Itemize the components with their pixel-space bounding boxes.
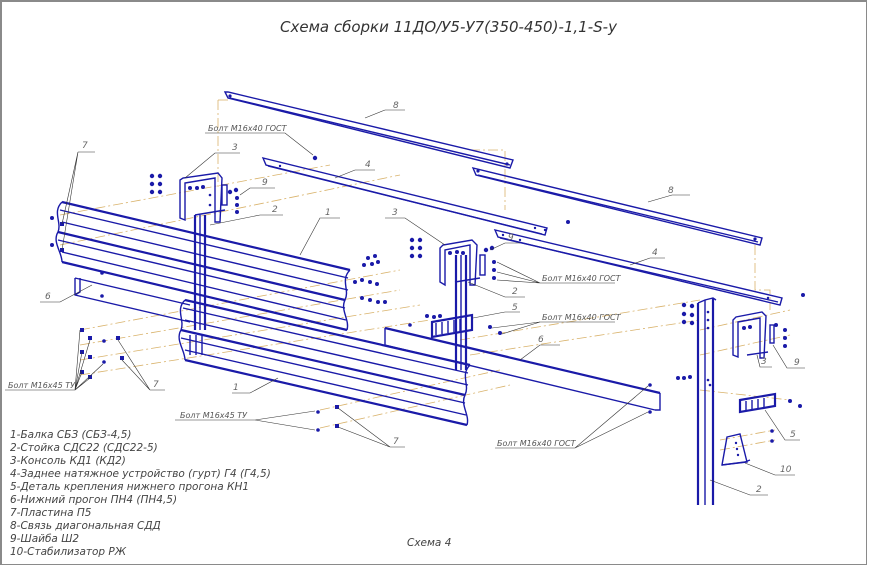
detail-5-right (738, 392, 802, 414)
legend-item-1: 1-Балка СБЗ (СБЗ-4,5) (10, 429, 131, 441)
label-part-8-upper: 8 (393, 101, 399, 111)
console-middle (439, 239, 486, 287)
label-part-9-right: 9 (794, 358, 800, 368)
label-part-4-left: 4 (365, 160, 371, 170)
callout-bolt-m16x45-left: Болт М16х45 ТУ (8, 381, 76, 390)
diagram-title: Схема сборки 11ДО/У5-У7(350-450)-1,1-S-у (280, 18, 618, 36)
label-part-2-middle: 2 (512, 287, 518, 297)
bolts-group-middle-console (409, 220, 570, 280)
legend-item-8: 8-Связь диагональная СДД (10, 520, 161, 532)
legend-item-4: 4-Заднее натяжное устройство (гурт) Г4 (… (10, 468, 271, 480)
label-part-5-middle: 5 (512, 303, 518, 313)
label-part-3-left: 3 (232, 143, 238, 153)
label-part-2-right: 2 (756, 485, 762, 495)
label-part-7-lower: 7 (393, 437, 399, 447)
label-part-1-lower: 1 (233, 383, 239, 393)
label-part-2-left: 2 (272, 205, 278, 215)
label-part-4-right: 4 (652, 248, 658, 258)
legend-item-10: 10-Стабилизатор РЖ (10, 546, 127, 558)
alignment-axes (59, 99, 791, 451)
legend-item-7: 7-Пластина П5 (10, 507, 92, 519)
label-part-7-top: 7 (82, 141, 88, 151)
leader-lines (5, 109, 805, 496)
callout-bolt-m16x40-lower: Болт М16х40 ГОСТ (542, 313, 622, 322)
console-left (179, 172, 228, 223)
part-4-tension-device-left (261, 156, 548, 236)
post-middle (454, 255, 468, 370)
label-part-3-right: 3 (761, 357, 767, 367)
label-part-6-right: 6 (538, 335, 544, 345)
callout-bolt-m16x40-middle: Болт М16х40 ГОСТ (542, 274, 622, 283)
callout-bolt-m16x40-top: Болт М16х40 ГОСТ (208, 124, 288, 133)
label-part-10: 10 (780, 465, 792, 475)
label-part-9-left: 9 (262, 178, 268, 188)
detail-5-middle (425, 313, 502, 339)
callout-bolt-m16x40-bottom: Болт М16х40 ГОСТ (497, 439, 577, 448)
part-8-diagonal-brace-right (471, 166, 763, 246)
label-part-7-left: 7 (153, 380, 159, 390)
beam-lower (178, 298, 471, 427)
legend-item-5: 5-Деталь крепления нижнего прогона КН1 (10, 481, 249, 493)
parts-legend: 1-Балка СБЗ (СБЗ-4,5) 2-Стойка СДС22 (СД… (10, 429, 271, 558)
scheme-caption: Схема 4 (407, 537, 451, 549)
bolts-group-lower-beam-end (316, 405, 339, 432)
label-part-6-left: 6 (45, 292, 51, 302)
beam-upper (55, 200, 351, 332)
bolt-callouts: Болт М16х40 ГОСТ Болт М16х40 ГОСТ Болт М… (8, 124, 622, 448)
label-part-1-upper: 1 (325, 208, 331, 218)
bolts-group-left-console (149, 155, 318, 214)
bolts-group-upper-beam-end (50, 216, 387, 304)
lower-rail-left (74, 271, 191, 323)
stabilizer-10 (721, 429, 774, 466)
legend-item-3: 3-Консоль КД1 (КД2) (10, 455, 126, 467)
part-number-labels: 8 8 3 9 2 1 4 3 9 4 2 5 6 6 7 7 1 7 3 9 … (45, 101, 800, 495)
console-right (732, 311, 775, 359)
label-part-5-right: 5 (790, 430, 796, 440)
bolts-group-right-console (676, 293, 805, 380)
label-part-9-middle: 9 (508, 233, 514, 243)
part-8-diagonal-brace-left (223, 91, 514, 169)
legend-item-2: 2-Стойка СДС22 (СДС22-5) (10, 442, 158, 454)
legend-item-9: 9-Шайба Ш2 (10, 533, 79, 545)
label-part-3-middle: 3 (392, 208, 398, 218)
legend-item-6: 6-Нижний прогон ПН4 (ПН4,5) (10, 494, 177, 506)
part-4-tension-device-right (493, 228, 783, 306)
lower-rail-right (384, 323, 661, 414)
label-part-8-right: 8 (668, 186, 674, 196)
post-right (696, 297, 717, 505)
callout-bolt-m16x45-lower: Болт М16х45 ТУ (180, 411, 248, 420)
